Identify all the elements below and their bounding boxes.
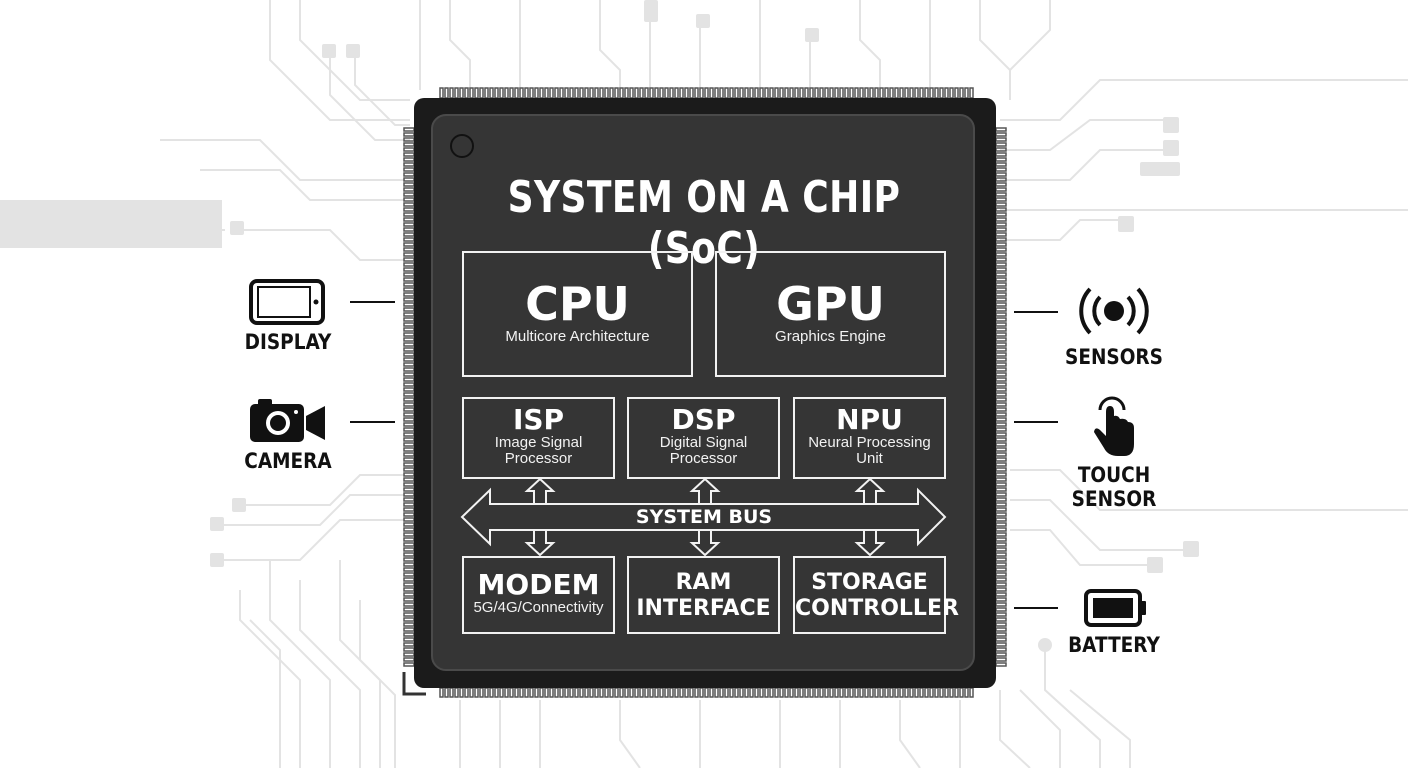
ram-line1: RAM — [675, 570, 732, 595]
system-bus-arrow — [460, 487, 947, 547]
cpu-subtitle: Multicore Architecture — [505, 328, 650, 345]
dsp-line1: Digital Signal — [659, 434, 748, 451]
npu-line2: Unit — [856, 450, 883, 467]
bus-connectors — [524, 477, 886, 557]
wireless-signal-icon — [1079, 287, 1149, 335]
phone-landscape-icon — [249, 279, 325, 325]
corner-mark — [402, 672, 426, 696]
isp-title: ISP — [512, 403, 565, 436]
storage-line2: CONTROLLER — [795, 596, 959, 621]
chip-title: SYSTEM ON A CHIP (SoC) — [507, 172, 901, 274]
modem-title: MODEM — [477, 568, 600, 601]
npu-title: NPU — [836, 403, 903, 436]
storage-block: STORAGE CONTROLLER — [793, 556, 959, 634]
dsp-title: DSP — [671, 403, 736, 436]
isp-block: ISP Image Signal Processor — [462, 397, 615, 479]
finger-tap-icon — [1094, 396, 1134, 456]
dsp-block: DSP Digital Signal Processor — [627, 397, 780, 479]
cpu-title: CPU — [525, 277, 630, 331]
npu-block: NPU Neural Processing Unit — [793, 397, 946, 479]
isp-line1: Image Signal — [494, 434, 583, 451]
npu-line1: Neural Processing — [808, 434, 931, 451]
storage-line1: STORAGE — [811, 570, 928, 595]
modem-subtitle: 5G/4G/Connectivity — [473, 599, 604, 616]
video-camera-icon — [250, 399, 325, 442]
system-bus-label: SYSTEM BUS — [635, 506, 773, 528]
battery-icon — [1084, 589, 1146, 627]
dsp-line2: Processor — [669, 450, 738, 467]
pin1-marker — [450, 134, 474, 158]
camera-label: CAMERA — [244, 449, 332, 473]
cpu-block: CPU Multicore Architecture — [462, 251, 693, 377]
ram-block: RAM INTERFACE — [627, 556, 780, 634]
gpu-block: GPU Graphics Engine — [715, 251, 946, 377]
modem-block: MODEM 5G/4G/Connectivity — [462, 556, 615, 634]
chip-face — [431, 114, 975, 671]
sensors-label: SENSORS — [1065, 345, 1163, 369]
ram-line2: INTERFACE — [636, 596, 771, 621]
isp-line2: Processor — [504, 450, 573, 467]
gpu-title: GPU — [776, 277, 885, 331]
battery-label: BATTERY — [1068, 633, 1160, 657]
touch-sensor-label: TOUCH SENSOR — [1071, 463, 1157, 511]
display-label: DISPLAY — [244, 330, 332, 354]
gpu-subtitle: Graphics Engine — [775, 328, 886, 345]
